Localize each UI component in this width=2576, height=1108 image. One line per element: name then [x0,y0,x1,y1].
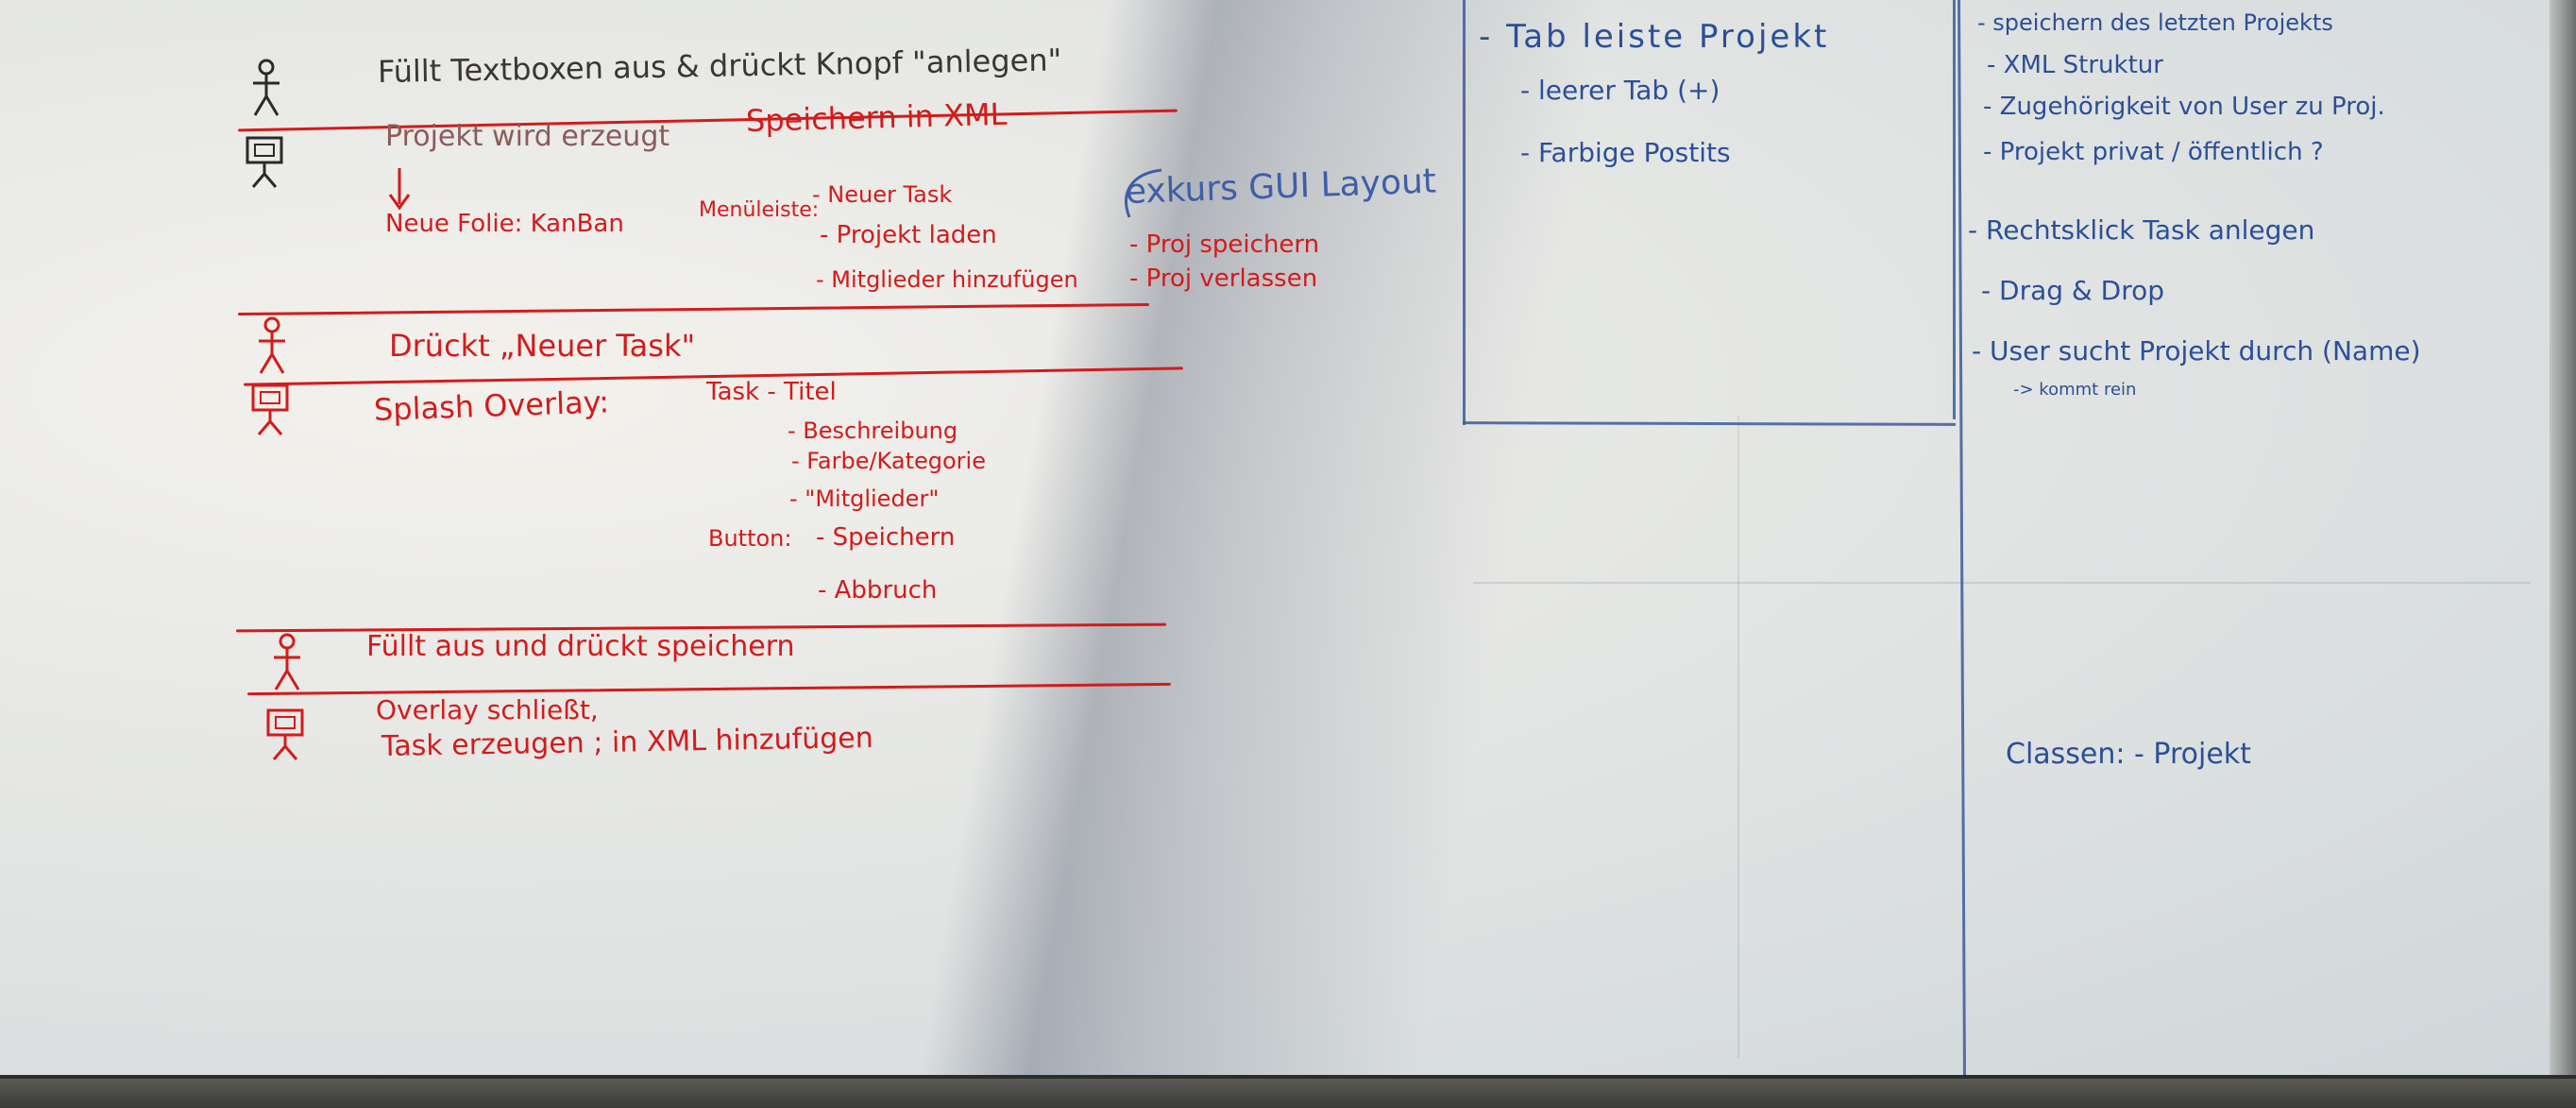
stick-figure-icon [274,633,300,690]
monitor-figure-icon [246,136,283,188]
task-field-description: - Beschreibung [788,418,958,444]
monitor-figure-icon [266,708,304,760]
gui-box-right-edge [1953,0,1956,419]
button-label: Button: [708,525,792,552]
gui-box-bottom-edge [1462,421,1957,426]
system-step-splash-overlay: Splash Overlay: [373,384,610,428]
right-item-project-visibility: - Projekt privat / öffentlich ? [1983,138,2324,166]
actor-step-2: Drückt „Neuer Task" [389,328,696,364]
actor-step-1: Füllt Textboxen aus & drückt Knopf "anle… [377,42,1062,90]
task-field-members: - "Mitglieder" [789,486,940,512]
right-item-user-search: - User sucht Projekt durch (Name) [1972,335,2421,366]
button-cancel: - Abbruch [818,576,938,605]
stick-figure-icon [259,316,285,374]
ghost-line [1473,582,2531,584]
menu-item-new-task: - Neuer Task [812,181,953,208]
monitor-figure-icon [251,384,289,435]
right-item-classes: Classen: - Projekt [2006,738,2251,771]
separator-line [238,109,1178,132]
gui-box-colored-postits: - Farbige Postits [1520,137,1731,168]
right-item-user-membership: - Zugehörigkeit von User zu Proj. [1983,93,2385,121]
excursus-title: exkurs GUI Layout [1125,162,1437,212]
arrow-down-icon [388,168,411,211]
excursus-leave-project: - Proj verlassen [1129,264,1318,293]
system-step-overlay-closes: Overlay schließt, [376,694,599,725]
right-column-divider [1957,0,1966,1075]
menu-item-load-project: - Projekt laden [820,221,997,249]
gui-box-tab-bar: - Tab leiste Projekt [1479,18,1830,56]
system-step-save-xml: Speichern in XML [745,95,1008,139]
task-field-color-category: - Farbe/Kategorie [791,448,986,474]
right-item-comes-in: -> kommt rein [2013,380,2137,400]
menu-item-add-members: - Mitglieder hinzufügen [816,266,1078,293]
button-save: - Speichern [816,523,956,552]
system-step-project-created: Projekt wird erzeugt [385,120,670,153]
board-frame-bottom [0,1075,2576,1108]
system-step-task-created: Task erzeugen ; in XML hinzufügen [381,721,873,763]
board-frame-right [2550,0,2576,1086]
task-title-label: Task - Titel [706,378,837,406]
gui-box-left-edge [1463,0,1466,425]
right-item-drag-drop: - Drag & Drop [1981,275,2165,306]
menu-bar-label: Menüleiste: [699,198,820,222]
ghost-line [1737,416,1739,1058]
excursus-bracket [1125,168,1162,218]
excursus-save-project: - Proj speichern [1129,230,1320,259]
system-step-kanban: Neue Folie: KanBan [385,210,624,238]
gui-box-empty-tab: - leerer Tab (+) [1520,75,1720,106]
stick-figure-icon [253,59,280,116]
right-item-save-last-project: - speichern des letzten Projekts [1977,9,2333,36]
right-item-right-click: - Rechtsklick Task anlegen [1968,214,2315,246]
actor-step-3: Füllt aus und drückt speichern [366,630,795,663]
separator-line [238,302,1149,316]
right-item-xml-structure: - XML Struktur [1987,51,2163,79]
